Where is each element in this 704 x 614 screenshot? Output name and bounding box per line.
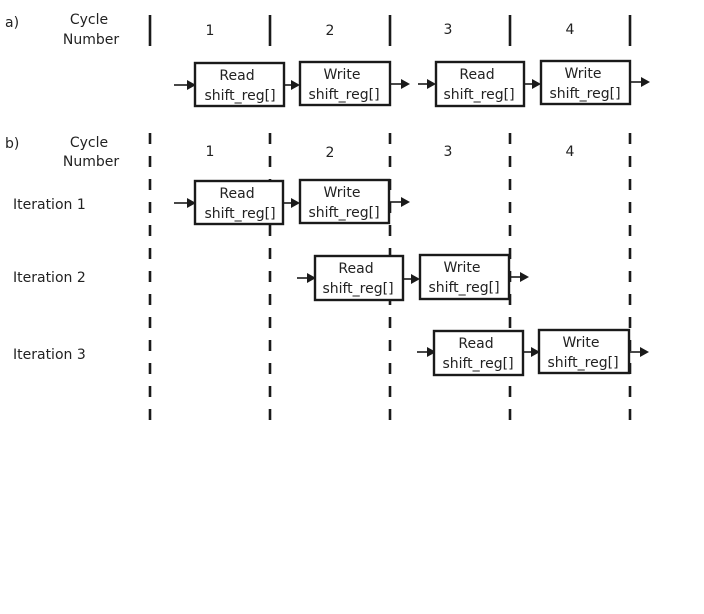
svg-text:Write: Write: [324, 185, 361, 201]
part-a-write-box: Write shift_reg[]: [539, 59, 632, 106]
iteration-1-label: Iteration 1: [13, 197, 86, 213]
part-a-arrow: [418, 79, 436, 89]
part-a: a) Cycle Number 1 2 3 4 Read shift_reg[]…: [5, 12, 650, 108]
part-b-cycle-number: 3: [444, 144, 453, 160]
svg-text:Read: Read: [459, 67, 494, 83]
svg-text:shift_reg[]: shift_reg[]: [204, 88, 275, 104]
part-a-read-box: Read shift_reg[]: [434, 60, 526, 108]
part-a-cycle-number: 4: [566, 22, 575, 38]
iteration-arrow: [284, 198, 300, 208]
iteration-2-write-box: Write shift_reg[]: [418, 253, 511, 301]
part-a-cycle-number: 3: [444, 22, 453, 38]
svg-text:Write: Write: [565, 66, 602, 82]
svg-text:shift_reg[]: shift_reg[]: [549, 86, 620, 102]
part-a-arrow: [390, 79, 410, 89]
iteration-1-row: Iteration 1 Read shift_reg[] Write shift…: [13, 178, 410, 226]
part-a-read-box: Read shift_reg[]: [193, 61, 286, 108]
part-b: b) Cycle Number 1 2 3 4 Iteration 1 Read…: [5, 133, 649, 420]
iteration-2-read-box: Read shift_reg[]: [313, 254, 405, 302]
iteration-2-row: Iteration 2 Read shift_reg[] Write shift…: [13, 253, 529, 302]
iteration-2-label: Iteration 2: [13, 270, 86, 286]
part-a-arrow: [174, 80, 196, 90]
svg-text:shift_reg[]: shift_reg[]: [443, 87, 514, 103]
part-b-cycle-number: 1: [206, 144, 215, 160]
svg-text:shift_reg[]: shift_reg[]: [308, 205, 379, 221]
iteration-3-row: Iteration 3 Read shift_reg[] Write shift…: [13, 328, 649, 377]
iteration-3-label: Iteration 3: [13, 347, 86, 363]
iteration-arrow: [403, 274, 420, 284]
iteration-arrow: [297, 273, 316, 283]
svg-text:Read: Read: [458, 336, 493, 352]
part-a-cycle-number: 1: [206, 23, 215, 39]
part-a-cycle-header-line2: Number: [63, 32, 119, 48]
svg-text:shift_reg[]: shift_reg[]: [547, 355, 618, 371]
svg-text:Read: Read: [219, 186, 254, 202]
iteration-arrow: [174, 198, 196, 208]
part-a-arrow: [284, 80, 300, 90]
svg-text:shift_reg[]: shift_reg[]: [428, 280, 499, 296]
svg-text:Read: Read: [219, 68, 254, 84]
part-a-cycle-header-line1: Cycle: [70, 12, 108, 28]
svg-text:shift_reg[]: shift_reg[]: [322, 281, 393, 297]
iteration-3-read-box: Read shift_reg[]: [432, 329, 525, 377]
iteration-1-write-box: Write shift_reg[]: [298, 178, 391, 225]
iteration-arrow: [523, 347, 540, 357]
iteration-arrow: [510, 272, 529, 282]
part-b-cycle-number: 2: [326, 145, 335, 161]
part-b-cycle-header-line1: Cycle: [70, 135, 108, 151]
svg-text:shift_reg[]: shift_reg[]: [308, 87, 379, 103]
iteration-arrow: [630, 347, 649, 357]
svg-text:Write: Write: [324, 67, 361, 83]
svg-text:Write: Write: [444, 260, 481, 276]
part-a-cycle-number: 2: [326, 23, 335, 39]
iteration-1-read-box: Read shift_reg[]: [193, 179, 285, 226]
part-a-tag: a): [5, 15, 19, 31]
part-a-arrow: [524, 79, 541, 89]
svg-text:shift_reg[]: shift_reg[]: [204, 206, 275, 222]
part-b-cycle-number: 4: [566, 144, 575, 160]
part-b-tag: b): [5, 136, 19, 152]
part-a-arrow: [631, 77, 650, 87]
svg-text:shift_reg[]: shift_reg[]: [442, 356, 513, 372]
part-b-cycle-header-line2: Number: [63, 154, 119, 170]
part-a-write-box: Write shift_reg[]: [298, 60, 392, 107]
iteration-arrow: [417, 347, 436, 357]
iteration-3-write-box: Write shift_reg[]: [537, 328, 631, 375]
iteration-arrow: [390, 197, 410, 207]
svg-text:Write: Write: [563, 335, 600, 351]
svg-text:Read: Read: [338, 261, 373, 277]
